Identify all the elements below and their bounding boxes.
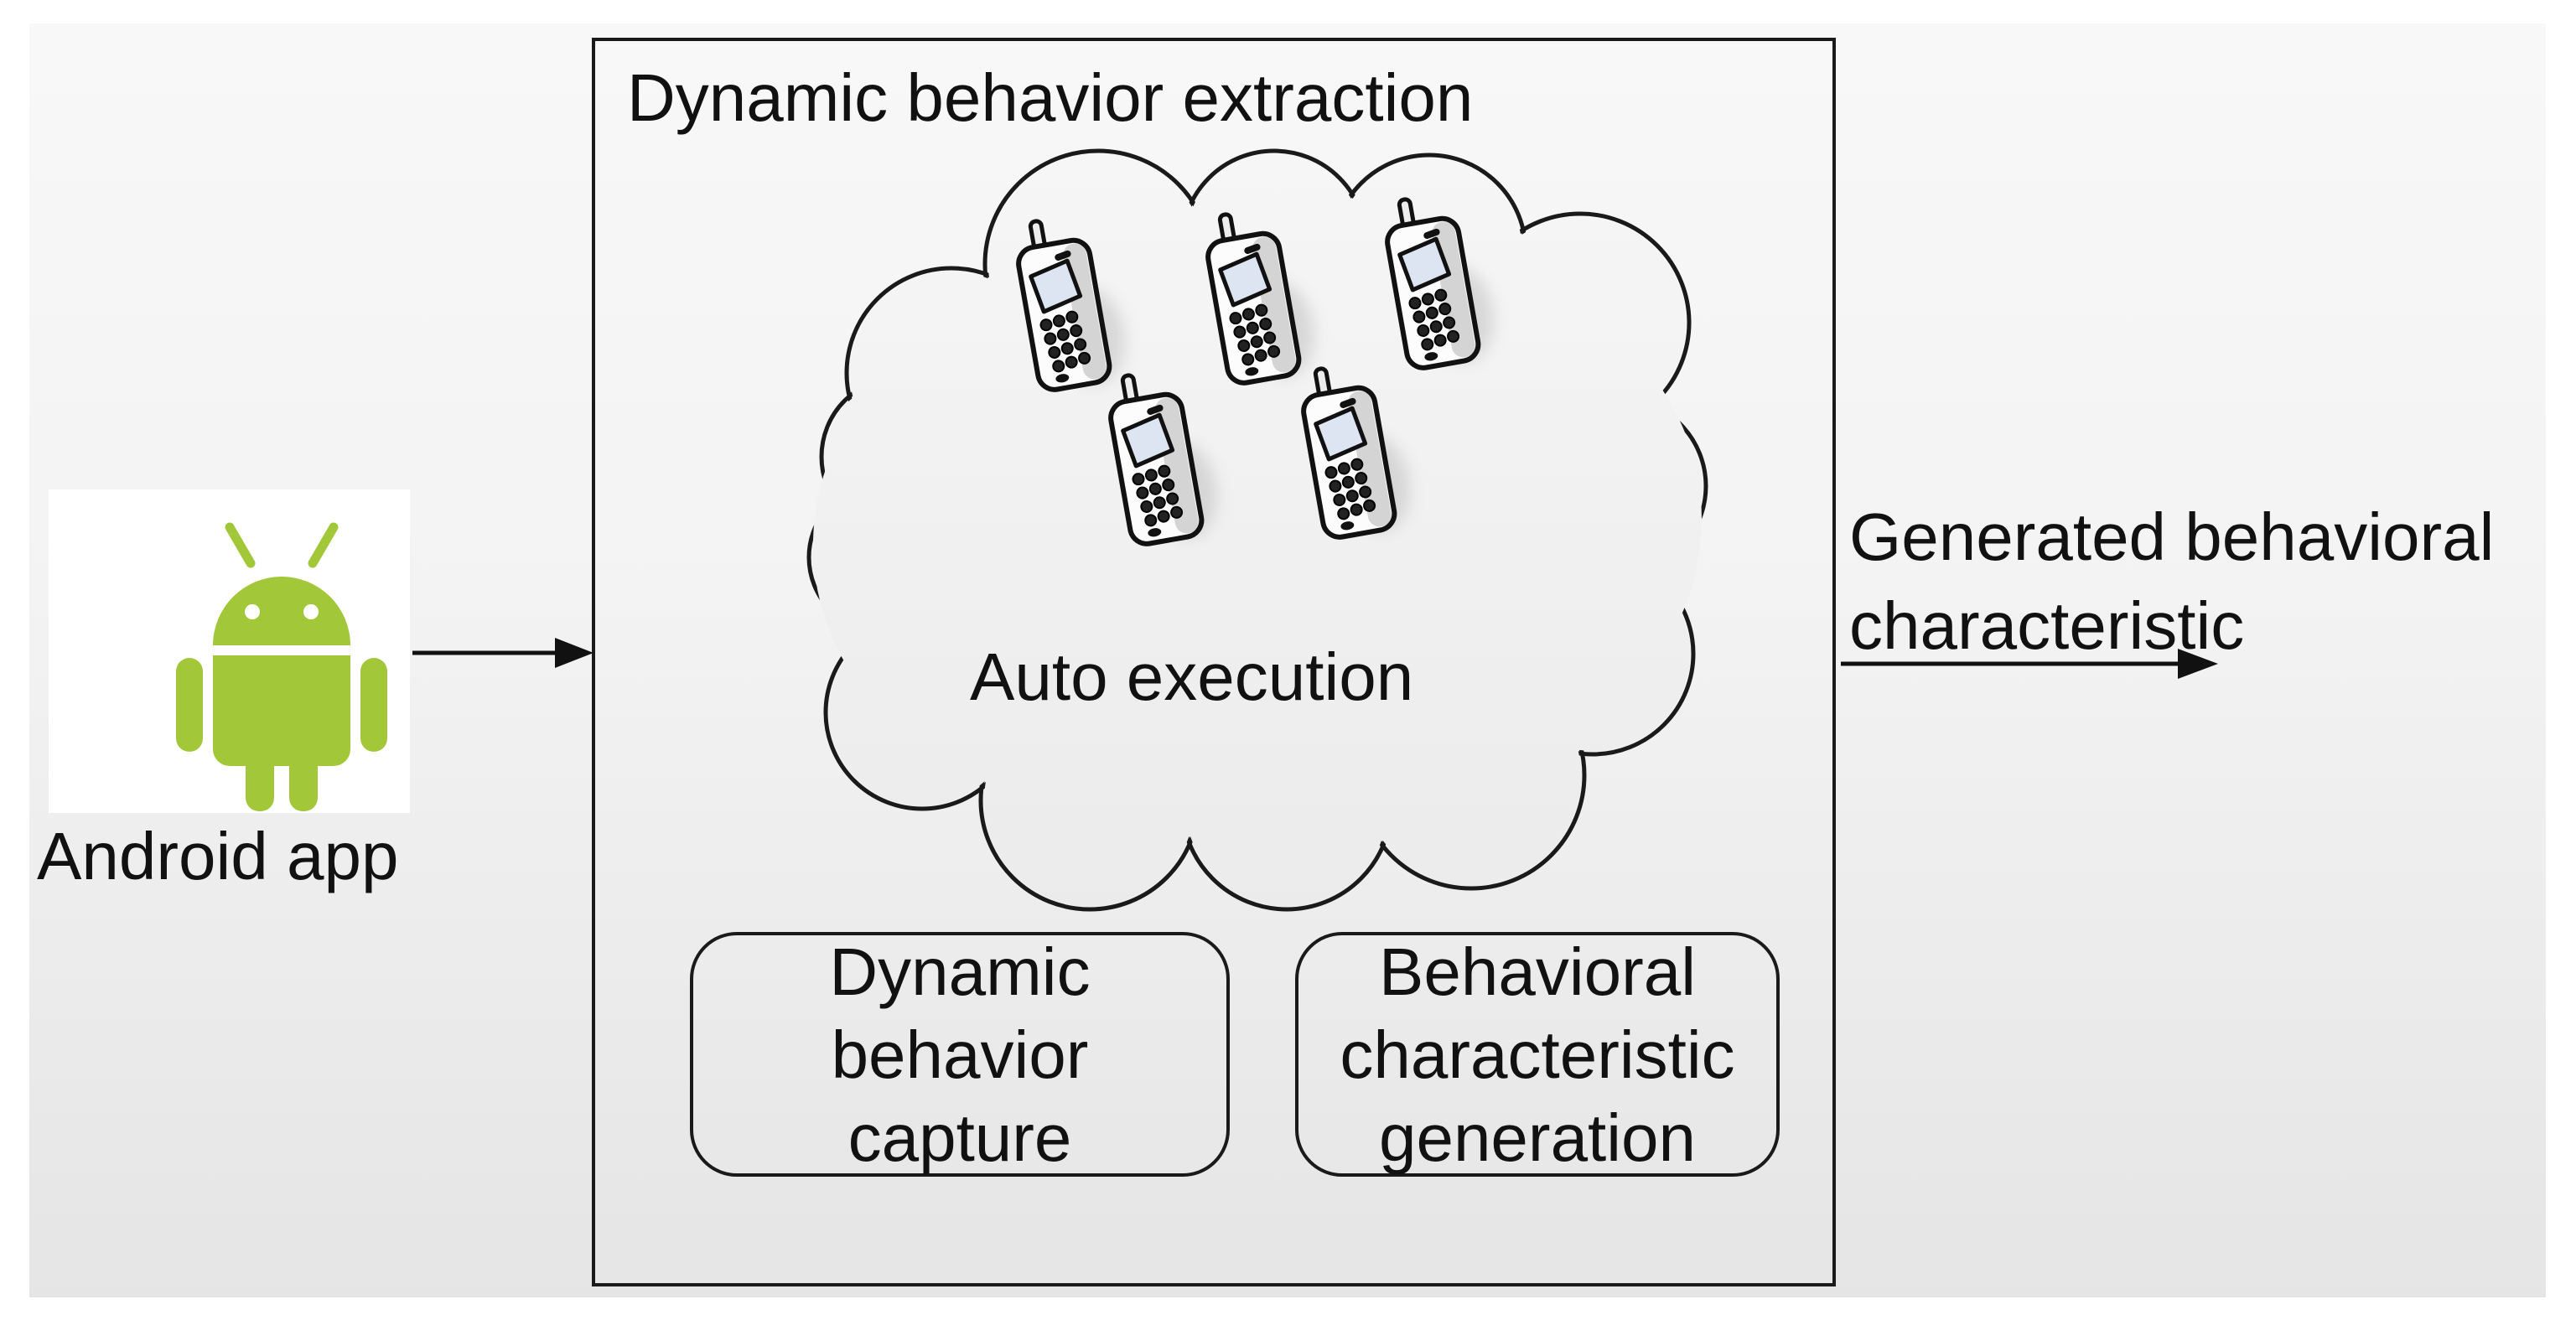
android-body: [213, 655, 350, 766]
process-box-2-line1: Behavioral: [1378, 934, 1696, 1009]
android-arm-left: [176, 658, 203, 752]
dynamic-behavior-extraction-box: [592, 38, 1836, 1286]
android-app-tile: [49, 489, 410, 813]
output-label-line1: Generated behavioral: [1849, 500, 2495, 574]
process-box-2-line3: generation: [1378, 1100, 1697, 1175]
android-leg-left: [246, 749, 274, 811]
android-app-label: Android app: [37, 819, 399, 893]
android-antenna-right: [225, 522, 256, 568]
output-label-line2: characteristic: [1849, 588, 2245, 663]
dynamic-behavior-capture-box: Dynamic behavior capture: [690, 932, 1230, 1177]
android-leg-right: [289, 749, 318, 811]
process-box-1-line3: capture: [847, 1100, 1072, 1175]
android-robot-icon: [176, 522, 387, 811]
android-head: [213, 577, 350, 645]
cloud-label: Auto execution: [970, 639, 1414, 714]
process-box-1-line2: behavior: [831, 1017, 1089, 1092]
android-eye-left: [245, 604, 260, 619]
output-arrow-label: Generated behavioral characteristic: [1849, 493, 2494, 670]
process-box-1-line1: Dynamic: [829, 934, 1091, 1009]
android-arm-right: [360, 658, 387, 752]
android-eye-right: [303, 604, 319, 619]
behavioral-characteristic-generation-box: Behavioral characteristic generation: [1295, 932, 1780, 1177]
android-antenna-left: [308, 522, 339, 568]
main-box-title: Dynamic behavior extraction: [627, 60, 1474, 135]
process-box-2-line2: characteristic: [1340, 1017, 1735, 1092]
